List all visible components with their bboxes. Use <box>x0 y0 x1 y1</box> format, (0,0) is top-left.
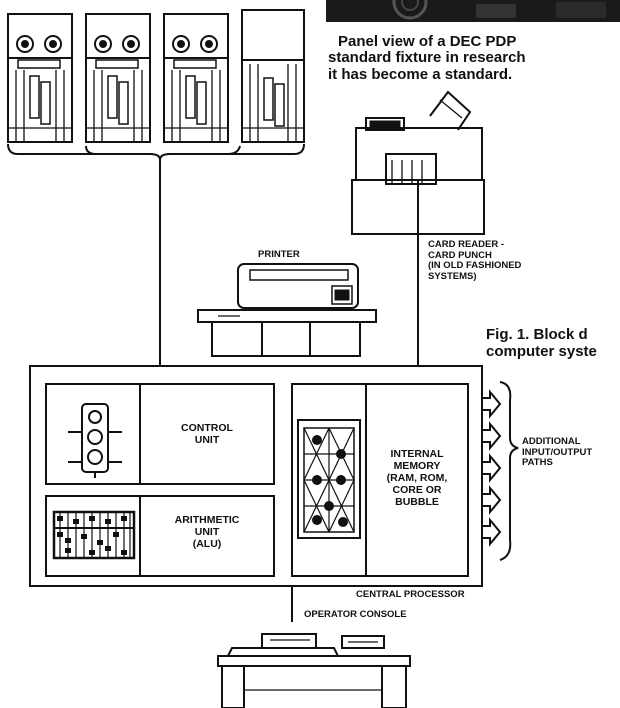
card-reader-label: CARD READER - CARD PUNCH (IN OLD FASHION… <box>428 240 521 282</box>
tape-drive-icon <box>242 10 304 142</box>
central-processor-label: CENTRAL PROCESSOR <box>356 590 465 601</box>
printer-label: PRINTER <box>258 250 300 261</box>
io-arrows <box>482 392 500 544</box>
additional-paths-label: ADDITIONAL INPUT/OUTPUT PATHS <box>522 437 592 469</box>
figure-caption-line-2: computer syste <box>486 343 597 360</box>
tape-drive-icon <box>86 14 150 142</box>
operator-console-label: OPERATOR CONSOLE <box>304 610 407 621</box>
control-unit-label: CONTROL UNIT <box>140 422 274 446</box>
tape-brace <box>8 144 304 160</box>
traffic-light-icon <box>68 404 122 478</box>
tape-drive-icon <box>8 14 72 142</box>
tape-drive-icon <box>164 14 228 142</box>
printer-icon <box>198 264 376 356</box>
card-reader-icon <box>352 92 484 234</box>
abacus-icon <box>54 512 134 558</box>
internal-memory-label: INTERNAL MEMORY (RAM, ROM, CORE OR BUBBL… <box>366 448 468 508</box>
arithmetic-unit-label: ARITHMETIC UNIT (ALU) <box>140 514 274 550</box>
io-brace <box>500 382 518 560</box>
figure-caption-line-1: Fig. 1. Block d <box>486 326 588 343</box>
console-desk-icon <box>218 634 410 708</box>
memory-grid-icon <box>298 420 360 538</box>
